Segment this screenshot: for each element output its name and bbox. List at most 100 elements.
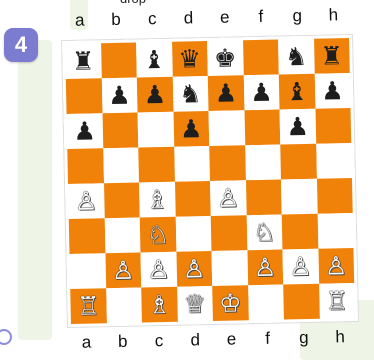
square-c3[interactable]: ♘	[140, 217, 176, 253]
square-d8[interactable]: ♛	[172, 41, 208, 77]
square-g5[interactable]	[280, 144, 316, 180]
black-piece-icon[interactable]: ♟	[214, 80, 237, 105]
square-f2[interactable]: ♙	[247, 249, 283, 285]
white-piece-icon[interactable]: ♖	[325, 288, 348, 313]
square-a2[interactable]	[69, 253, 105, 289]
square-g1[interactable]	[283, 284, 319, 320]
square-d6[interactable]: ♟	[173, 111, 209, 147]
white-piece-icon[interactable]: ♙	[75, 188, 98, 213]
square-f4[interactable]	[245, 180, 281, 216]
square-h7[interactable]: ♟	[314, 73, 350, 109]
square-h5[interactable]	[316, 143, 352, 179]
square-g6[interactable]: ♟	[280, 109, 316, 145]
square-b5[interactable]	[103, 147, 139, 183]
black-piece-icon[interactable]: ♟	[108, 83, 131, 108]
black-piece-icon[interactable]: ♟	[143, 82, 166, 107]
square-d5[interactable]	[174, 146, 210, 182]
square-a6[interactable]: ♟	[67, 113, 103, 149]
square-g4[interactable]	[281, 179, 317, 215]
square-b4[interactable]	[104, 182, 140, 218]
white-piece-icon[interactable]: ♙	[112, 258, 135, 283]
chessboard[interactable]: ♜ ♝ ♛ ♚ ♞ ♜ ♟ ♟ ♞ ♟ ♟ ♝ ♟ ♟ ♟ ♟ ♙ ♗ ♙ ♘ ♘ ♙ ♙ ♙ ♙ ♙ ♙ ♖ ♗ ♕ ♔ ♖	[62, 35, 358, 327]
square-h4[interactable]	[316, 178, 352, 214]
black-piece-icon[interactable]: ♜	[72, 48, 95, 73]
square-e1[interactable]: ♔	[212, 285, 248, 321]
square-h8[interactable]: ♜	[314, 38, 350, 74]
square-c7[interactable]: ♟	[137, 77, 173, 113]
black-piece-icon[interactable]: ♟	[73, 118, 96, 143]
square-a4[interactable]: ♙	[68, 183, 104, 219]
white-piece-icon[interactable]: ♗	[148, 292, 171, 317]
square-h6[interactable]	[315, 108, 351, 144]
black-piece-icon[interactable]: ♟	[250, 80, 273, 105]
square-b2[interactable]: ♙	[105, 252, 141, 288]
square-g2[interactable]: ♙	[282, 249, 318, 285]
black-piece-icon[interactable]: ♝	[143, 47, 166, 72]
black-piece-icon[interactable]: ♞	[285, 44, 308, 69]
square-d4[interactable]	[175, 181, 211, 217]
white-piece-icon[interactable]: ♖	[77, 293, 100, 318]
square-b6[interactable]	[102, 113, 138, 149]
white-piece-icon[interactable]: ♗	[146, 187, 169, 212]
square-e5[interactable]	[209, 145, 245, 181]
square-c6[interactable]	[138, 112, 174, 148]
black-piece-icon[interactable]: ♟	[180, 116, 203, 141]
white-piece-icon[interactable]: ♙	[217, 185, 240, 210]
white-piece-icon[interactable]: ♘	[146, 222, 169, 247]
square-g3[interactable]	[282, 214, 318, 250]
white-piece-icon[interactable]: ♙	[183, 256, 206, 281]
square-d7[interactable]: ♞	[172, 76, 208, 112]
white-piece-icon[interactable]: ♙	[289, 254, 312, 279]
black-piece-icon[interactable]: ♟	[321, 78, 344, 103]
square-d1[interactable]: ♕	[177, 286, 213, 322]
white-piece-icon[interactable]: ♔	[219, 290, 242, 315]
white-piece-icon[interactable]: ♕	[183, 291, 206, 316]
file-label-b: b	[104, 331, 141, 352]
black-piece-icon[interactable]: ♛	[178, 46, 201, 71]
black-piece-icon[interactable]: ♝	[285, 79, 308, 104]
square-a1[interactable]: ♖	[70, 288, 106, 324]
square-f8[interactable]	[243, 40, 279, 76]
square-c5[interactable]	[138, 147, 174, 183]
black-piece-icon[interactable]: ♚	[214, 45, 237, 70]
black-piece-icon[interactable]: ♜	[320, 43, 343, 68]
square-e8[interactable]: ♚	[207, 40, 243, 76]
square-d2[interactable]: ♙	[176, 251, 212, 287]
file-label-g: g	[286, 328, 323, 349]
white-piece-icon[interactable]: ♘	[253, 220, 276, 245]
square-e2[interactable]	[211, 250, 247, 286]
square-f7[interactable]: ♟	[243, 75, 279, 111]
white-piece-icon[interactable]: ♙	[147, 257, 170, 282]
square-a8[interactable]: ♜	[65, 43, 101, 79]
square-c2[interactable]: ♙	[140, 252, 176, 288]
white-piece-icon[interactable]: ♙	[254, 255, 277, 280]
square-h3[interactable]	[317, 213, 353, 249]
square-g7[interactable]: ♝	[279, 74, 315, 110]
square-h1[interactable]: ♖	[319, 283, 355, 319]
square-b7[interactable]: ♟	[101, 78, 137, 114]
square-f5[interactable]	[245, 145, 281, 181]
square-f1[interactable]	[248, 284, 284, 320]
square-g8[interactable]: ♞	[278, 39, 314, 75]
white-piece-icon[interactable]: ♙	[325, 253, 348, 278]
square-a5[interactable]	[67, 148, 103, 184]
square-e3[interactable]	[211, 215, 247, 251]
square-f3[interactable]: ♘	[246, 215, 282, 251]
file-label-c: c	[141, 331, 178, 352]
square-e7[interactable]: ♟	[208, 75, 244, 111]
black-piece-icon[interactable]: ♞	[179, 81, 202, 106]
square-c8[interactable]: ♝	[136, 42, 172, 78]
square-b3[interactable]	[104, 217, 140, 253]
square-b8[interactable]	[101, 43, 137, 79]
square-c4[interactable]: ♗	[139, 182, 175, 218]
square-b1[interactable]	[106, 287, 142, 323]
black-piece-icon[interactable]: ♟	[286, 114, 309, 139]
square-a3[interactable]	[69, 218, 105, 254]
square-e4[interactable]: ♙	[210, 180, 246, 216]
square-h2[interactable]: ♙	[318, 248, 354, 284]
square-c1[interactable]: ♗	[141, 287, 177, 323]
square-a7[interactable]	[66, 78, 102, 114]
square-d3[interactable]	[175, 216, 211, 252]
square-f6[interactable]	[244, 110, 280, 146]
square-e6[interactable]	[209, 110, 245, 146]
